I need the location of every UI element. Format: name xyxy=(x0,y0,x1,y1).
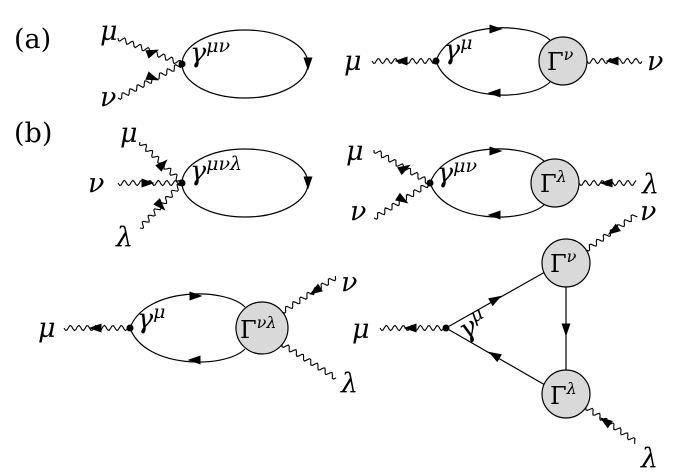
arrow-marker xyxy=(397,164,411,176)
blob-label: Γλ xyxy=(540,167,567,198)
arrow-marker xyxy=(141,178,155,188)
vertex-blob xyxy=(541,238,591,288)
diagram-b4: μ ν λ γμ Γν Γλ xyxy=(352,196,658,474)
arrow-marker xyxy=(488,295,502,307)
ext-label-lambda: λ xyxy=(340,368,358,399)
ext-label-nu: ν xyxy=(350,196,366,227)
arrow-marker xyxy=(487,210,501,220)
vertex-label: γμ xyxy=(452,302,494,346)
arrow-marker xyxy=(489,146,503,156)
blob-label: Γν xyxy=(547,45,574,76)
arrow-marker xyxy=(403,323,417,333)
vertex-blob xyxy=(235,301,289,355)
photon-line xyxy=(138,141,184,183)
panel-label-a: (a) xyxy=(14,24,51,55)
arrow-marker xyxy=(145,49,160,59)
vertex-dot xyxy=(178,60,186,68)
fermion-propagator xyxy=(429,148,546,184)
ext-label-nu: ν xyxy=(647,46,663,77)
blob-label: Γλ xyxy=(550,379,577,410)
vertex-dot xyxy=(442,324,450,332)
arrow-marker xyxy=(599,417,613,429)
diagram-b3: μ ν λ γμ Γνλ xyxy=(38,267,358,399)
vertex-label: γμν xyxy=(190,35,230,69)
arrow-marker xyxy=(88,323,102,333)
vertex-label: γμ xyxy=(444,32,473,66)
arrow-marker xyxy=(488,351,502,363)
fermion-propagator xyxy=(129,327,246,363)
ext-label-mu: μ xyxy=(100,16,118,47)
arrow-marker xyxy=(145,71,160,81)
arrow-marker xyxy=(489,24,503,34)
photon-line xyxy=(117,63,183,101)
arrow-marker xyxy=(487,88,501,98)
vertex-dot xyxy=(432,57,440,65)
arrow-marker xyxy=(394,56,408,66)
ext-label-lambda: λ xyxy=(641,169,659,200)
arrow-marker xyxy=(605,56,619,66)
arrow-marker xyxy=(155,159,168,172)
arrow-marker xyxy=(561,323,571,337)
arrow-marker xyxy=(607,223,621,235)
fermion-propagator xyxy=(129,293,246,329)
ext-label-mu: μ xyxy=(344,46,362,77)
vertex-label: γμνλ xyxy=(190,153,242,187)
ext-label-lambda: λ xyxy=(115,222,133,253)
ext-label-nu: ν xyxy=(88,168,104,199)
ext-label-nu: ν xyxy=(100,82,116,113)
photon-line xyxy=(373,149,432,185)
ext-label-nu: ν xyxy=(640,196,656,227)
arrow-marker xyxy=(187,355,201,365)
photon-line xyxy=(585,406,636,444)
photon-line xyxy=(281,276,337,314)
arrow-marker xyxy=(153,198,166,211)
vertex-dot xyxy=(178,179,186,187)
ext-label-lambda: λ xyxy=(640,443,658,474)
blob-label: Γν xyxy=(550,247,577,278)
ext-label-mu: μ xyxy=(120,118,138,149)
arrow-marker xyxy=(303,176,313,190)
vertex-dot xyxy=(426,179,434,187)
diagram-b2: μ ν λ γμν Γλ xyxy=(346,136,659,227)
diagram-b1: μ ν λ γμνλ xyxy=(88,118,313,253)
vertex-label: γμ xyxy=(137,301,166,335)
ext-label-mu: μ xyxy=(38,313,56,344)
photon-line xyxy=(281,343,337,380)
fermion-propagator xyxy=(435,60,551,96)
ext-label-nu: ν xyxy=(341,267,357,298)
arrow-marker xyxy=(303,57,313,71)
panel-label-b: (b) xyxy=(14,118,52,149)
arrow-marker xyxy=(395,192,409,204)
arrow-marker xyxy=(189,291,203,301)
fermion-propagator xyxy=(429,182,546,218)
vertex-blob xyxy=(541,369,591,419)
arrow-marker xyxy=(599,178,613,188)
arrow-marker xyxy=(309,283,323,295)
ext-label-mu: μ xyxy=(352,314,370,345)
diagram-a2: μ ν γμ Γν xyxy=(344,24,663,98)
vertex-label: γμν xyxy=(437,155,477,189)
ext-label-mu: μ xyxy=(346,136,364,167)
diagram-a1: μ ν γμν xyxy=(100,16,313,113)
blob-label: Γνλ xyxy=(240,313,277,344)
photon-line xyxy=(117,179,183,187)
vertex-dot xyxy=(126,324,134,332)
